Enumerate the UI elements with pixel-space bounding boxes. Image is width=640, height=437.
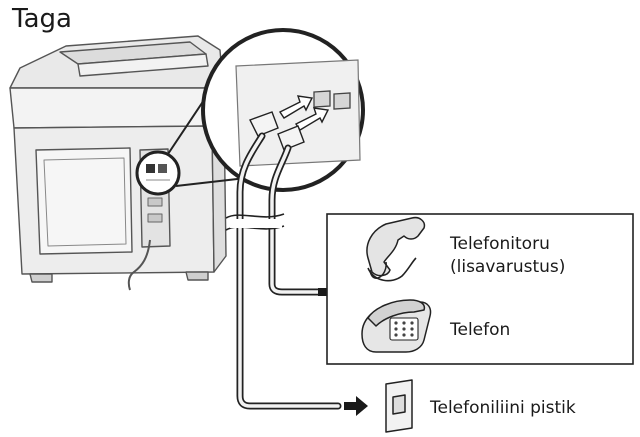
telephone-icon [361, 299, 432, 353]
cable-lower [236, 132, 342, 410]
label-telephone: Telefon [450, 320, 511, 340]
wall-jack-icon [385, 379, 413, 433]
label-wall-jack: Telefoniliini pistik [430, 398, 576, 418]
arrow-right-icon [294, 107, 330, 131]
telephone-handset-icon [366, 216, 426, 282]
cable-upper [268, 144, 322, 296]
printer-back-icon [9, 35, 227, 283]
port-callout-circle [135, 150, 181, 196]
port-zoom-circle [201, 28, 365, 192]
page-title: Taga [12, 4, 72, 34]
arrow-right-icon [278, 95, 314, 119]
label-handset-line1: Telefonitoru [450, 234, 550, 254]
arrow-right-icon [344, 396, 368, 416]
label-handset-line2: (lisavarustus) [450, 257, 566, 277]
